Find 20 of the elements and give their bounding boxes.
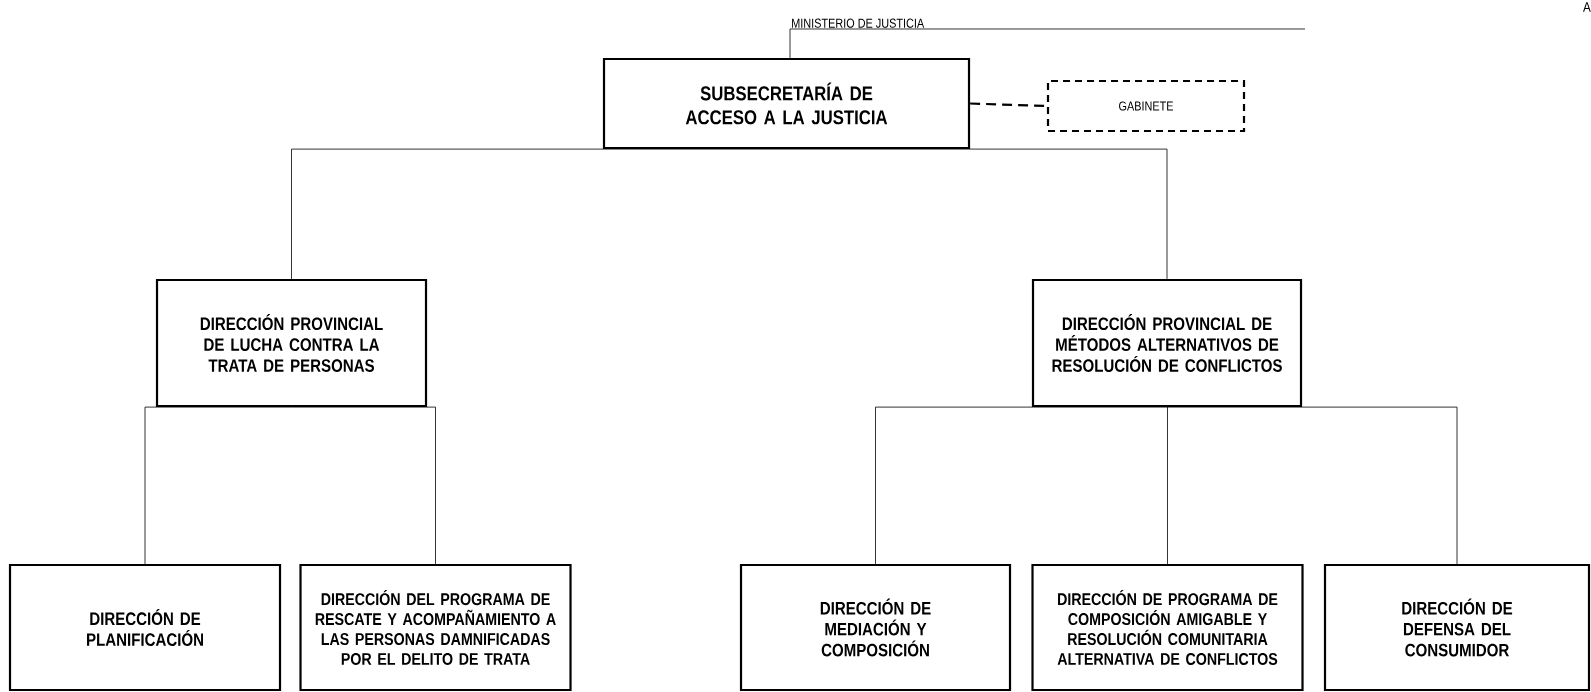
- dashed-box: GABINETE: [1046, 79, 1246, 133]
- page-marker: A: [1583, 2, 1591, 12]
- connector-line: [786, 148, 1168, 280]
- connector-line: [144, 406, 292, 565]
- connector-line: [1166, 406, 1168, 565]
- connector-line: [875, 406, 1168, 565]
- connector-line: [1166, 406, 1458, 565]
- connector-line: [970, 102, 1047, 108]
- unit-box: DIRECCIÓN DE DEFENSA DEL CONSUMIDOR: [1323, 563, 1591, 692]
- unit-box: DIRECCIÓN DE PLANIFICACIÓN: [8, 563, 282, 692]
- connector-line: [291, 148, 787, 280]
- unit-box: SUBSECRETARÍA DE ACCESO A LA JUSTICIA: [602, 57, 971, 150]
- unit-box: DIRECCIÓN PROVINCIAL DE MÉTODOS ALTERNATIVOS DE RESOLUCIÓN DE CONFLICTOS: [1031, 278, 1303, 408]
- unit-label: MINISTERIO DE JUSTICIA: [792, 18, 925, 28]
- unit-box: DIRECCIÓN DE PROGRAMA DE COMPOSICIÓN AMIGABLE Y RESOLUCIÓN COMUNITARIA ALTERNATIVA DE CONFLICTOS: [1031, 563, 1304, 692]
- connector-line: [291, 406, 436, 565]
- unit-box: DIRECCIÓN PROVINCIAL DE LUCHA CONTRA LA TRATA DE PERSONAS: [155, 278, 428, 408]
- unit-box: DIRECCIÓN DE MEDIACIÓN Y COMPOSICIÓN: [739, 563, 1012, 692]
- connector-line: [789, 28, 791, 59]
- unit-box: DIRECCIÓN DEL PROGRAMA DE RESCATE Y ACOMPAÑAMIENTO A LAS PERSONAS DAMNIFICADAS POR EL DELITO DE TRATA: [299, 563, 572, 692]
